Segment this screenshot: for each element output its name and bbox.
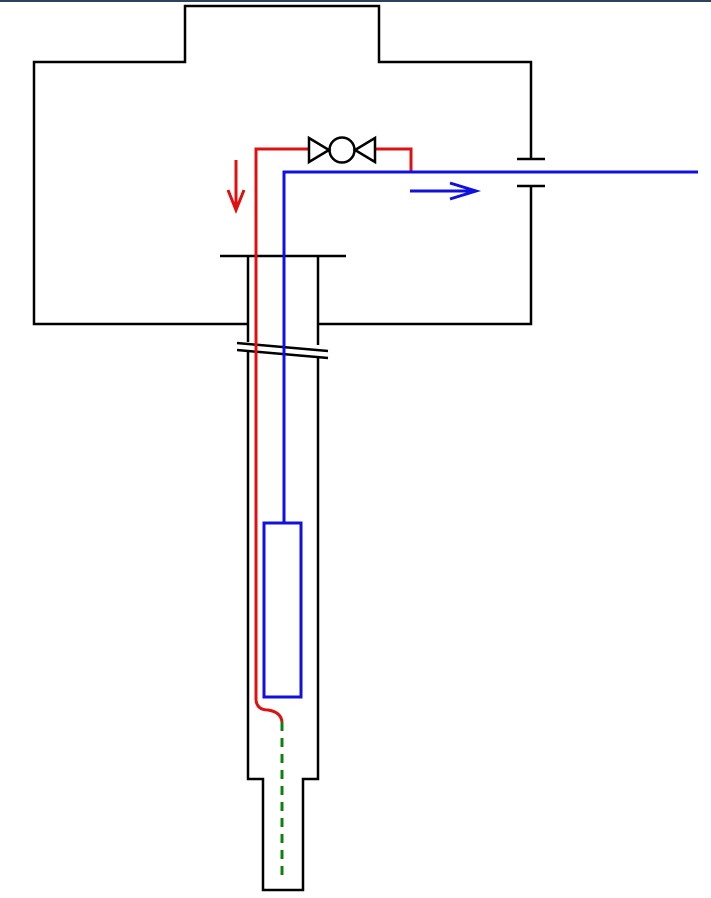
valve-ball bbox=[328, 136, 356, 164]
valve-icon[interactable] bbox=[307, 135, 377, 165]
injection-line bbox=[254, 147, 413, 723]
casing-lower bbox=[246, 352, 320, 892]
surface-housing bbox=[32, 4, 533, 326]
downhole-pump bbox=[262, 521, 303, 699]
arrow-down-head bbox=[226, 189, 246, 215]
valve-body bbox=[307, 135, 377, 165]
top-border bbox=[0, 0, 711, 2]
arrow-right-icon bbox=[410, 181, 482, 201]
production-line bbox=[282, 170, 698, 523]
arrow-down-icon bbox=[226, 160, 246, 215]
arrow-right-head bbox=[449, 181, 482, 201]
